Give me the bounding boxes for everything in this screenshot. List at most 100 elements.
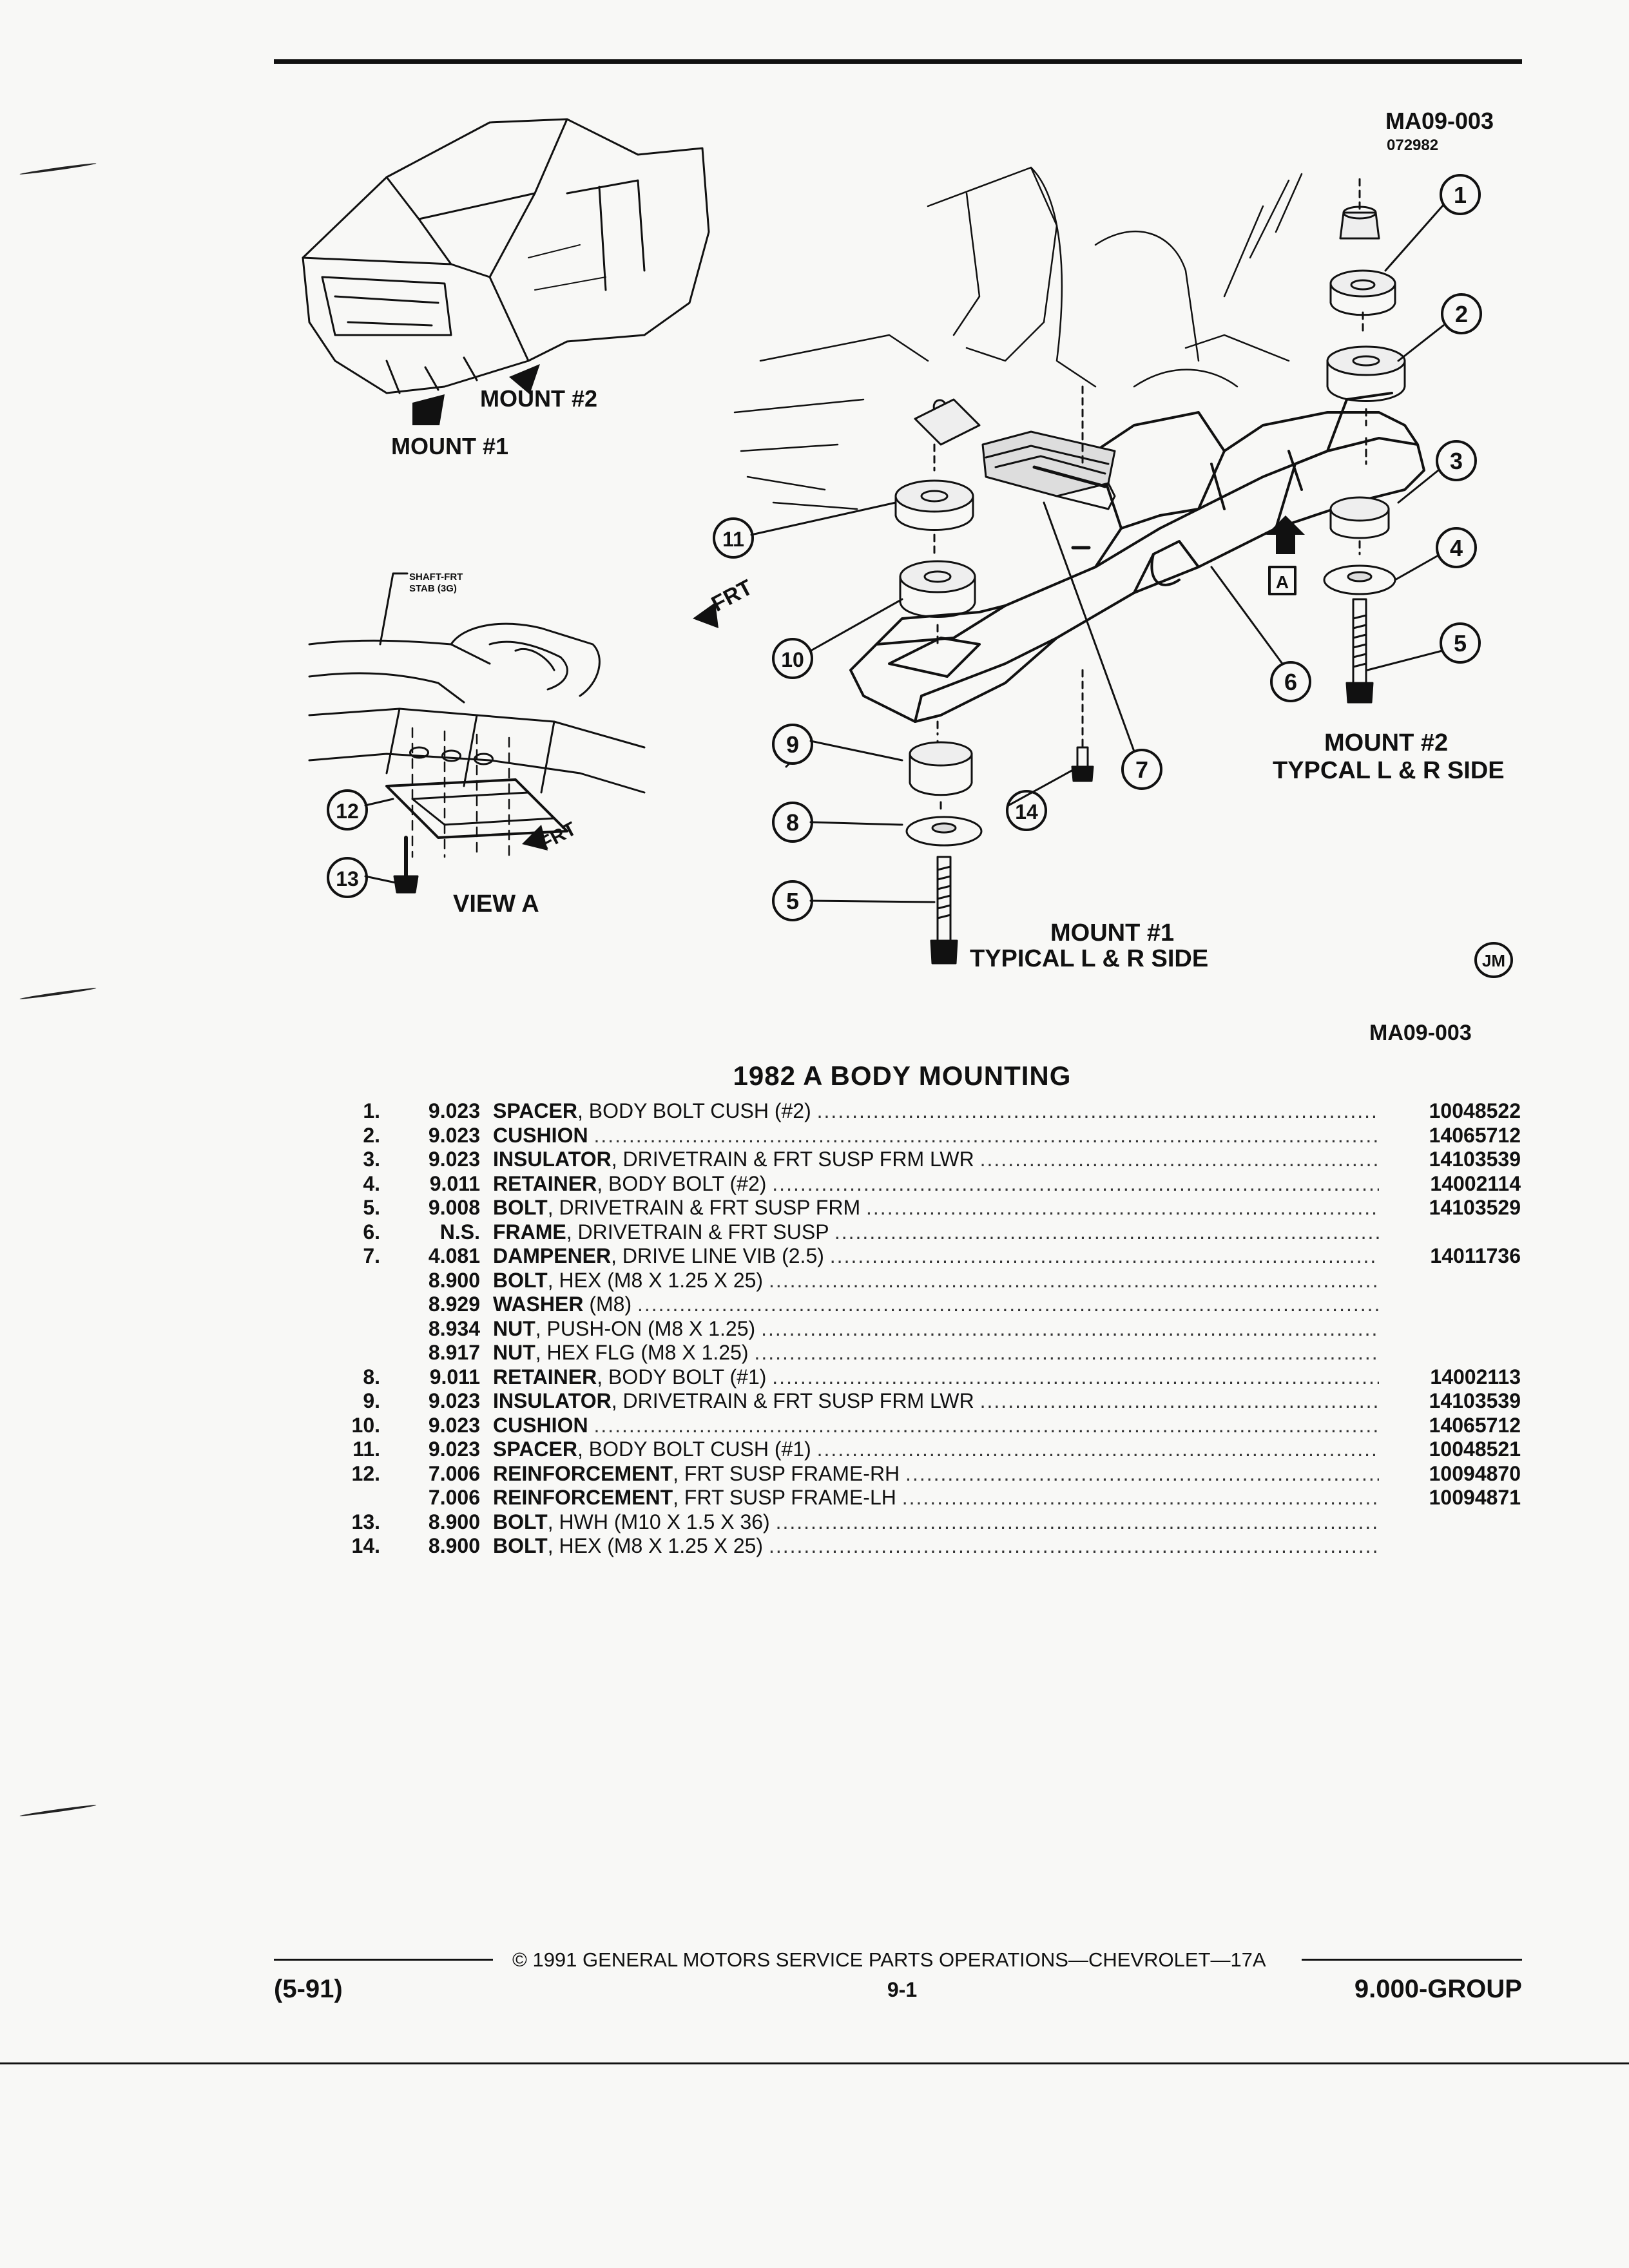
part-description: WASHER (M8) ............................… xyxy=(493,1293,1379,1317)
part-noun: REINFORCEMENT xyxy=(493,1486,673,1509)
part-noun: INSULATOR xyxy=(493,1389,612,1412)
callout-3: 3 xyxy=(1450,448,1463,474)
jm-logo-text: JM xyxy=(1482,951,1505,970)
part-description: BOLT, HWH (M10 X 1.5 X 36) .............… xyxy=(493,1510,1379,1535)
part-noun: SPACER xyxy=(493,1099,577,1122)
part-noun: WASHER xyxy=(493,1293,584,1316)
ref-date: 072982 xyxy=(1387,137,1438,154)
bottom-rule xyxy=(0,2062,1629,2064)
part-noun: NUT xyxy=(493,1316,535,1340)
group-number: 7.006 xyxy=(428,1486,480,1509)
part-description: BOLT, HEX (M8 X 1.25 X 25) .............… xyxy=(493,1269,1379,1293)
footer-page-number: 9-1 xyxy=(887,1978,918,2001)
group-number: 9.023 xyxy=(428,1099,480,1122)
leader-dots: ........................................… xyxy=(979,1148,1379,1171)
part-noun: BOLT xyxy=(493,1510,548,1533)
callout-10: 10 xyxy=(781,648,804,671)
body-structure-background xyxy=(733,166,1303,510)
part-number: 10094870 xyxy=(1429,1461,1521,1485)
part-description: CUSHION ................................… xyxy=(493,1414,1379,1438)
leader-dots: ........................................… xyxy=(816,1099,1379,1122)
part-number: 14065712 xyxy=(1429,1123,1521,1147)
part-detail: , BODY BOLT CUSH (#1) xyxy=(577,1437,811,1461)
part-number: 14103539 xyxy=(1429,1148,1521,1171)
part-detail: , BODY BOLT (#2) xyxy=(597,1171,767,1195)
part-noun: RETAINER xyxy=(493,1365,597,1389)
frt-label-view-a: FRT xyxy=(537,818,580,855)
callout-leaders xyxy=(364,204,1445,903)
footer-rule-left xyxy=(274,1959,493,1961)
car-body-inset xyxy=(302,118,710,394)
part-detail: , DRIVE LINE VIB (2.5) xyxy=(611,1244,824,1267)
part-noun: BOLT xyxy=(493,1268,548,1292)
part-detail: , HWH (M10 X 1.5 X 36) xyxy=(547,1510,770,1533)
part-description: REINFORCEMENT, FRT SUSP FRAME-RH .......… xyxy=(493,1462,1379,1486)
item-number: 12. xyxy=(351,1461,380,1485)
group-number: 9.023 xyxy=(428,1389,480,1412)
view-a-inset xyxy=(308,572,646,894)
leader-dots: ........................................… xyxy=(979,1389,1379,1412)
part-description: SPACER, BODY BOLT CUSH (#1) ............… xyxy=(493,1437,1379,1462)
group-number: 9.023 xyxy=(428,1148,480,1171)
leader-dots: ........................................… xyxy=(905,1461,1379,1485)
part-detail: , HEX FLG (M8 X 1.25) xyxy=(535,1341,749,1364)
part-detail: , DRIVETRAIN & FRT SUSP FRM LWR xyxy=(611,1148,974,1171)
item-number: 13. xyxy=(351,1510,380,1533)
part-noun: REINFORCEMENT xyxy=(493,1461,673,1485)
group-number: N.S. xyxy=(439,1220,480,1244)
frt-arrow-view-a xyxy=(522,825,548,850)
callout-14: 14 xyxy=(1015,800,1038,823)
part-description: CUSHION ................................… xyxy=(493,1124,1379,1148)
group-number: 9.023 xyxy=(428,1413,480,1437)
part-detail: , HEX (M8 X 1.25 X 25) xyxy=(547,1268,764,1292)
group-number: 8.934 xyxy=(428,1316,480,1340)
mount-2-sublabel: TYPCAL L & R SIDE xyxy=(1273,757,1505,784)
mount-1-label: MOUNT #1 xyxy=(1050,919,1174,947)
part-detail: , PUSH-ON (M8 X 1.25) xyxy=(535,1316,756,1340)
callout-4: 4 xyxy=(1450,535,1463,561)
group-number: 8.929 xyxy=(428,1293,480,1316)
part-number: 14065712 xyxy=(1429,1413,1521,1437)
parts-row: 6. N.S. FRAME, DRIVETRAIN & FRT SUSP .....… xyxy=(335,1220,1521,1245)
mount-1-sublabel: TYPICAL L & R SIDE xyxy=(970,945,1208,972)
callout-5: 5 xyxy=(1454,630,1467,657)
part-number: 10048522 xyxy=(1429,1099,1521,1122)
item-number: 5. xyxy=(363,1196,380,1219)
bolt-hex-14 xyxy=(1071,669,1094,782)
part-detail: , BODY BOLT CUSH (#2) xyxy=(577,1099,811,1122)
item-number: 2. xyxy=(363,1123,380,1147)
part-description: BOLT, HEX (M8 X 1.25 X 25) .............… xyxy=(493,1534,1379,1559)
leader-dots: ........................................… xyxy=(593,1413,1379,1437)
view-a-note-2: STAB (3G) xyxy=(409,583,457,594)
item-number: 6. xyxy=(363,1220,380,1244)
item-number: 3. xyxy=(363,1148,380,1171)
item-number: 10. xyxy=(351,1413,380,1437)
dampener-drive-line-vib xyxy=(981,430,1116,510)
page-title: 1982 A BODY MOUNTING xyxy=(733,1061,1072,1091)
group-number: 9.008 xyxy=(428,1196,480,1219)
part-description: RETAINER, BODY BOLT (#1) ...............… xyxy=(493,1365,1379,1390)
part-description: DAMPENER, DRIVE LINE VIB (2.5) .........… xyxy=(493,1244,1379,1269)
leader-dots: ........................................… xyxy=(754,1341,1379,1364)
leader-dots: ........................................… xyxy=(768,1534,1379,1557)
part-description: NUT, PUSH-ON (M8 X 1.25) ...............… xyxy=(493,1317,1379,1341)
leader-dots: ........................................… xyxy=(772,1365,1379,1389)
part-number: 14103529 xyxy=(1429,1196,1521,1219)
part-detail: , FRT SUSP FRAME-RH xyxy=(673,1461,900,1485)
item-number: 1. xyxy=(363,1099,380,1122)
parts-row: 2. 9.023 CUSHION .........................… xyxy=(335,1124,1521,1148)
view-a-label: VIEW A xyxy=(453,890,539,918)
group-number: 9.023 xyxy=(428,1123,480,1147)
callout-12: 12 xyxy=(336,800,359,823)
parts-row: 1. 9.023 SPACER, BODY BOLT CUSH (#2) .....… xyxy=(335,1099,1521,1124)
part-noun: BOLT xyxy=(493,1534,548,1557)
part-number: 14002113 xyxy=(1430,1365,1521,1389)
top-rule xyxy=(274,59,1522,64)
part-description: FRAME, DRIVETRAIN & FRT SUSP ...........… xyxy=(493,1220,1379,1245)
